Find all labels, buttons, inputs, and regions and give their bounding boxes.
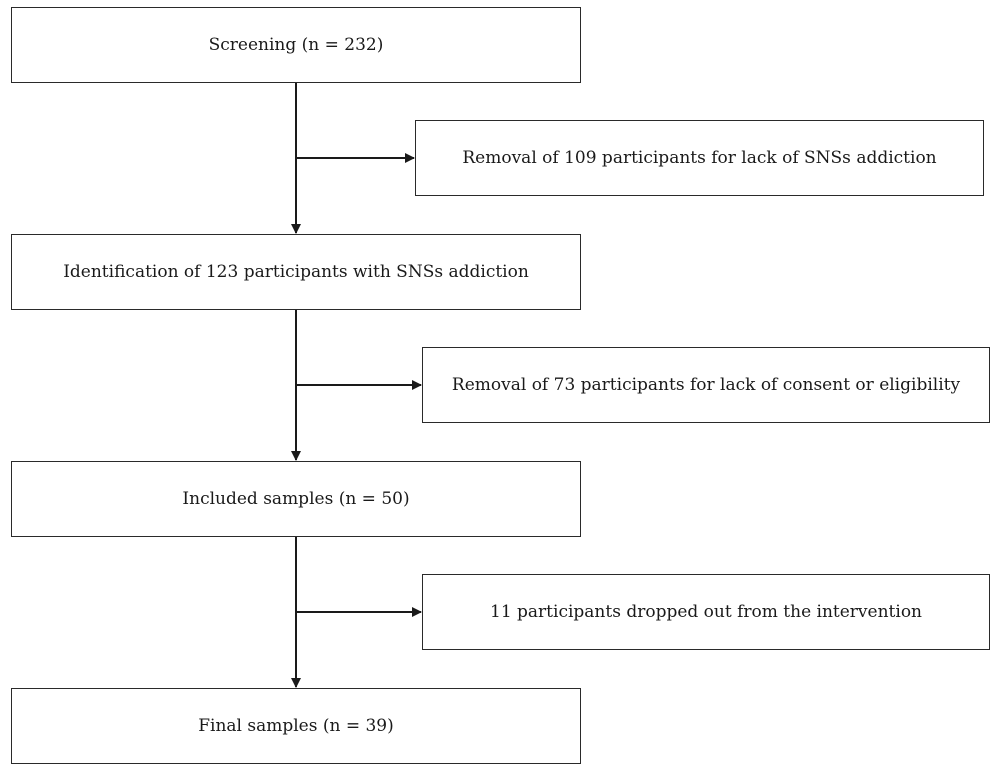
final-samples-label: Final samples (n = 39) — [198, 716, 394, 736]
removal-no-consent-label: Removal of 73 participants for lack of c… — [451, 375, 961, 395]
screening-label: Screening (n = 232) — [208, 35, 384, 55]
screening-box: Screening (n = 232) — [11, 7, 581, 83]
included-samples-box: Included samples (n = 50) — [11, 461, 581, 537]
removal-no-addiction-label: Removal of 109 participants for lack of … — [462, 148, 937, 168]
included-samples-label: Included samples (n = 50) — [182, 489, 410, 509]
removal-no-addiction-box: Removal of 109 participants for lack of … — [415, 120, 984, 196]
dropout-box: 11 participants dropped out from the int… — [422, 574, 990, 650]
final-samples-box: Final samples (n = 39) — [11, 688, 581, 764]
identification-label: Identification of 123 participants with … — [63, 262, 529, 282]
dropout-label: 11 participants dropped out from the int… — [490, 602, 922, 622]
identification-box: Identification of 123 participants with … — [11, 234, 581, 310]
removal-no-consent-box: Removal of 73 participants for lack of c… — [422, 347, 990, 423]
